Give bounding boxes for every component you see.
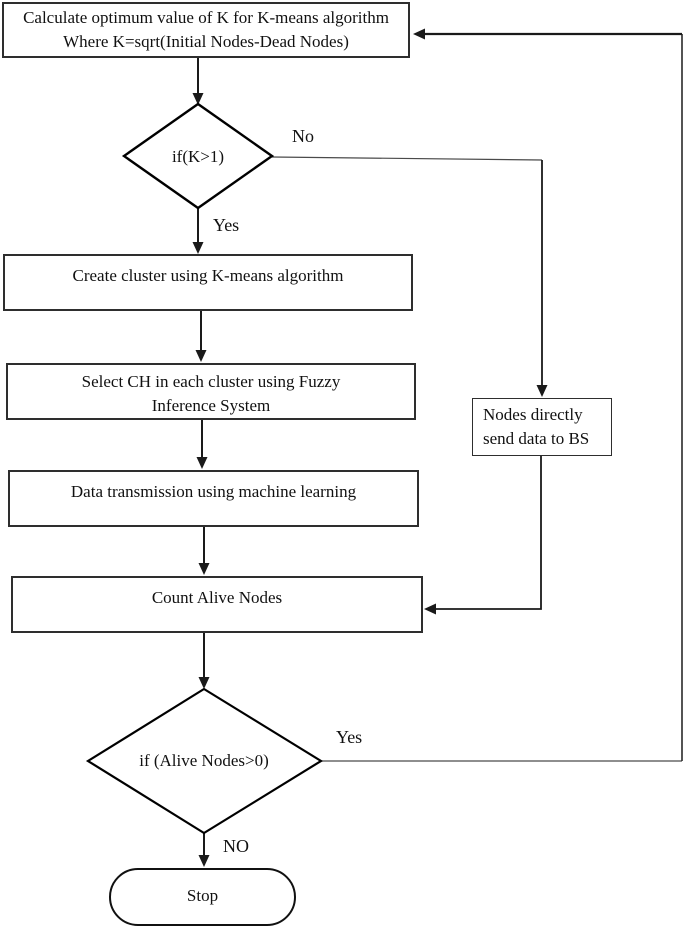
node-stop-label: Stop bbox=[186, 886, 219, 905]
edge-label-no-stop: NO bbox=[223, 836, 249, 856]
node-nodes-send-bs-line1: Nodes directly bbox=[483, 405, 583, 424]
node-calculate-k: Calculate optimum value of K for K-means… bbox=[2, 2, 410, 58]
arrowhead-left-icon bbox=[424, 603, 436, 615]
arrowhead-left-icon bbox=[413, 28, 425, 40]
node-create-cluster-label: Create cluster using K-means algorithm bbox=[72, 266, 344, 285]
node-count-alive-label: Count Alive Nodes bbox=[151, 588, 283, 607]
arrowhead-down-icon bbox=[196, 457, 208, 469]
decision-alive-label: if (Alive Nodes>0) bbox=[139, 751, 269, 770]
arrowhead-down-icon bbox=[198, 677, 210, 689]
arrowhead-down-icon bbox=[192, 93, 204, 105]
node-select-ch-line2: Inference System bbox=[151, 396, 271, 415]
arrowhead-down-icon bbox=[536, 385, 548, 397]
decision-k-label: if(K>1) bbox=[171, 147, 225, 166]
node-calculate-k-line2: Where K=sqrt(Initial Nodes-Dead Nodes) bbox=[63, 32, 349, 51]
arrowhead-down-icon bbox=[198, 563, 210, 575]
node-data-transmission-label: Data transmission using machine learning bbox=[70, 482, 357, 501]
edge-label-yes-loop: Yes bbox=[336, 727, 363, 747]
node-calculate-k-line1: Calculate optimum value of K for K-means… bbox=[23, 8, 389, 27]
edge-label-no: No bbox=[292, 126, 314, 146]
arrowhead-down-icon bbox=[192, 242, 204, 254]
edge-bs-to-count bbox=[436, 456, 542, 610]
node-select-ch-line1: Select CH in each cluster using Fuzzy bbox=[81, 372, 341, 391]
node-count-alive: Count Alive Nodes bbox=[11, 576, 423, 633]
node-nodes-send-bs: Nodes directly send data to BS bbox=[472, 398, 612, 456]
arrowhead-down-icon bbox=[198, 855, 210, 867]
edge-label-yes: Yes bbox=[213, 215, 240, 235]
node-stop: Stop bbox=[109, 868, 296, 926]
node-select-ch: Select CH in each cluster using Fuzzy In… bbox=[6, 363, 416, 420]
edge-decision-k-no-horizontal bbox=[271, 156, 543, 161]
node-data-transmission: Data transmission using machine learning bbox=[8, 470, 419, 527]
decision-k-diamond bbox=[121, 102, 275, 210]
arrowhead-down-icon bbox=[195, 350, 207, 362]
node-nodes-send-bs-line2: send data to BS bbox=[483, 429, 590, 448]
node-create-cluster: Create cluster using K-means algorithm bbox=[3, 254, 413, 311]
decision-alive-diamond bbox=[85, 687, 324, 835]
